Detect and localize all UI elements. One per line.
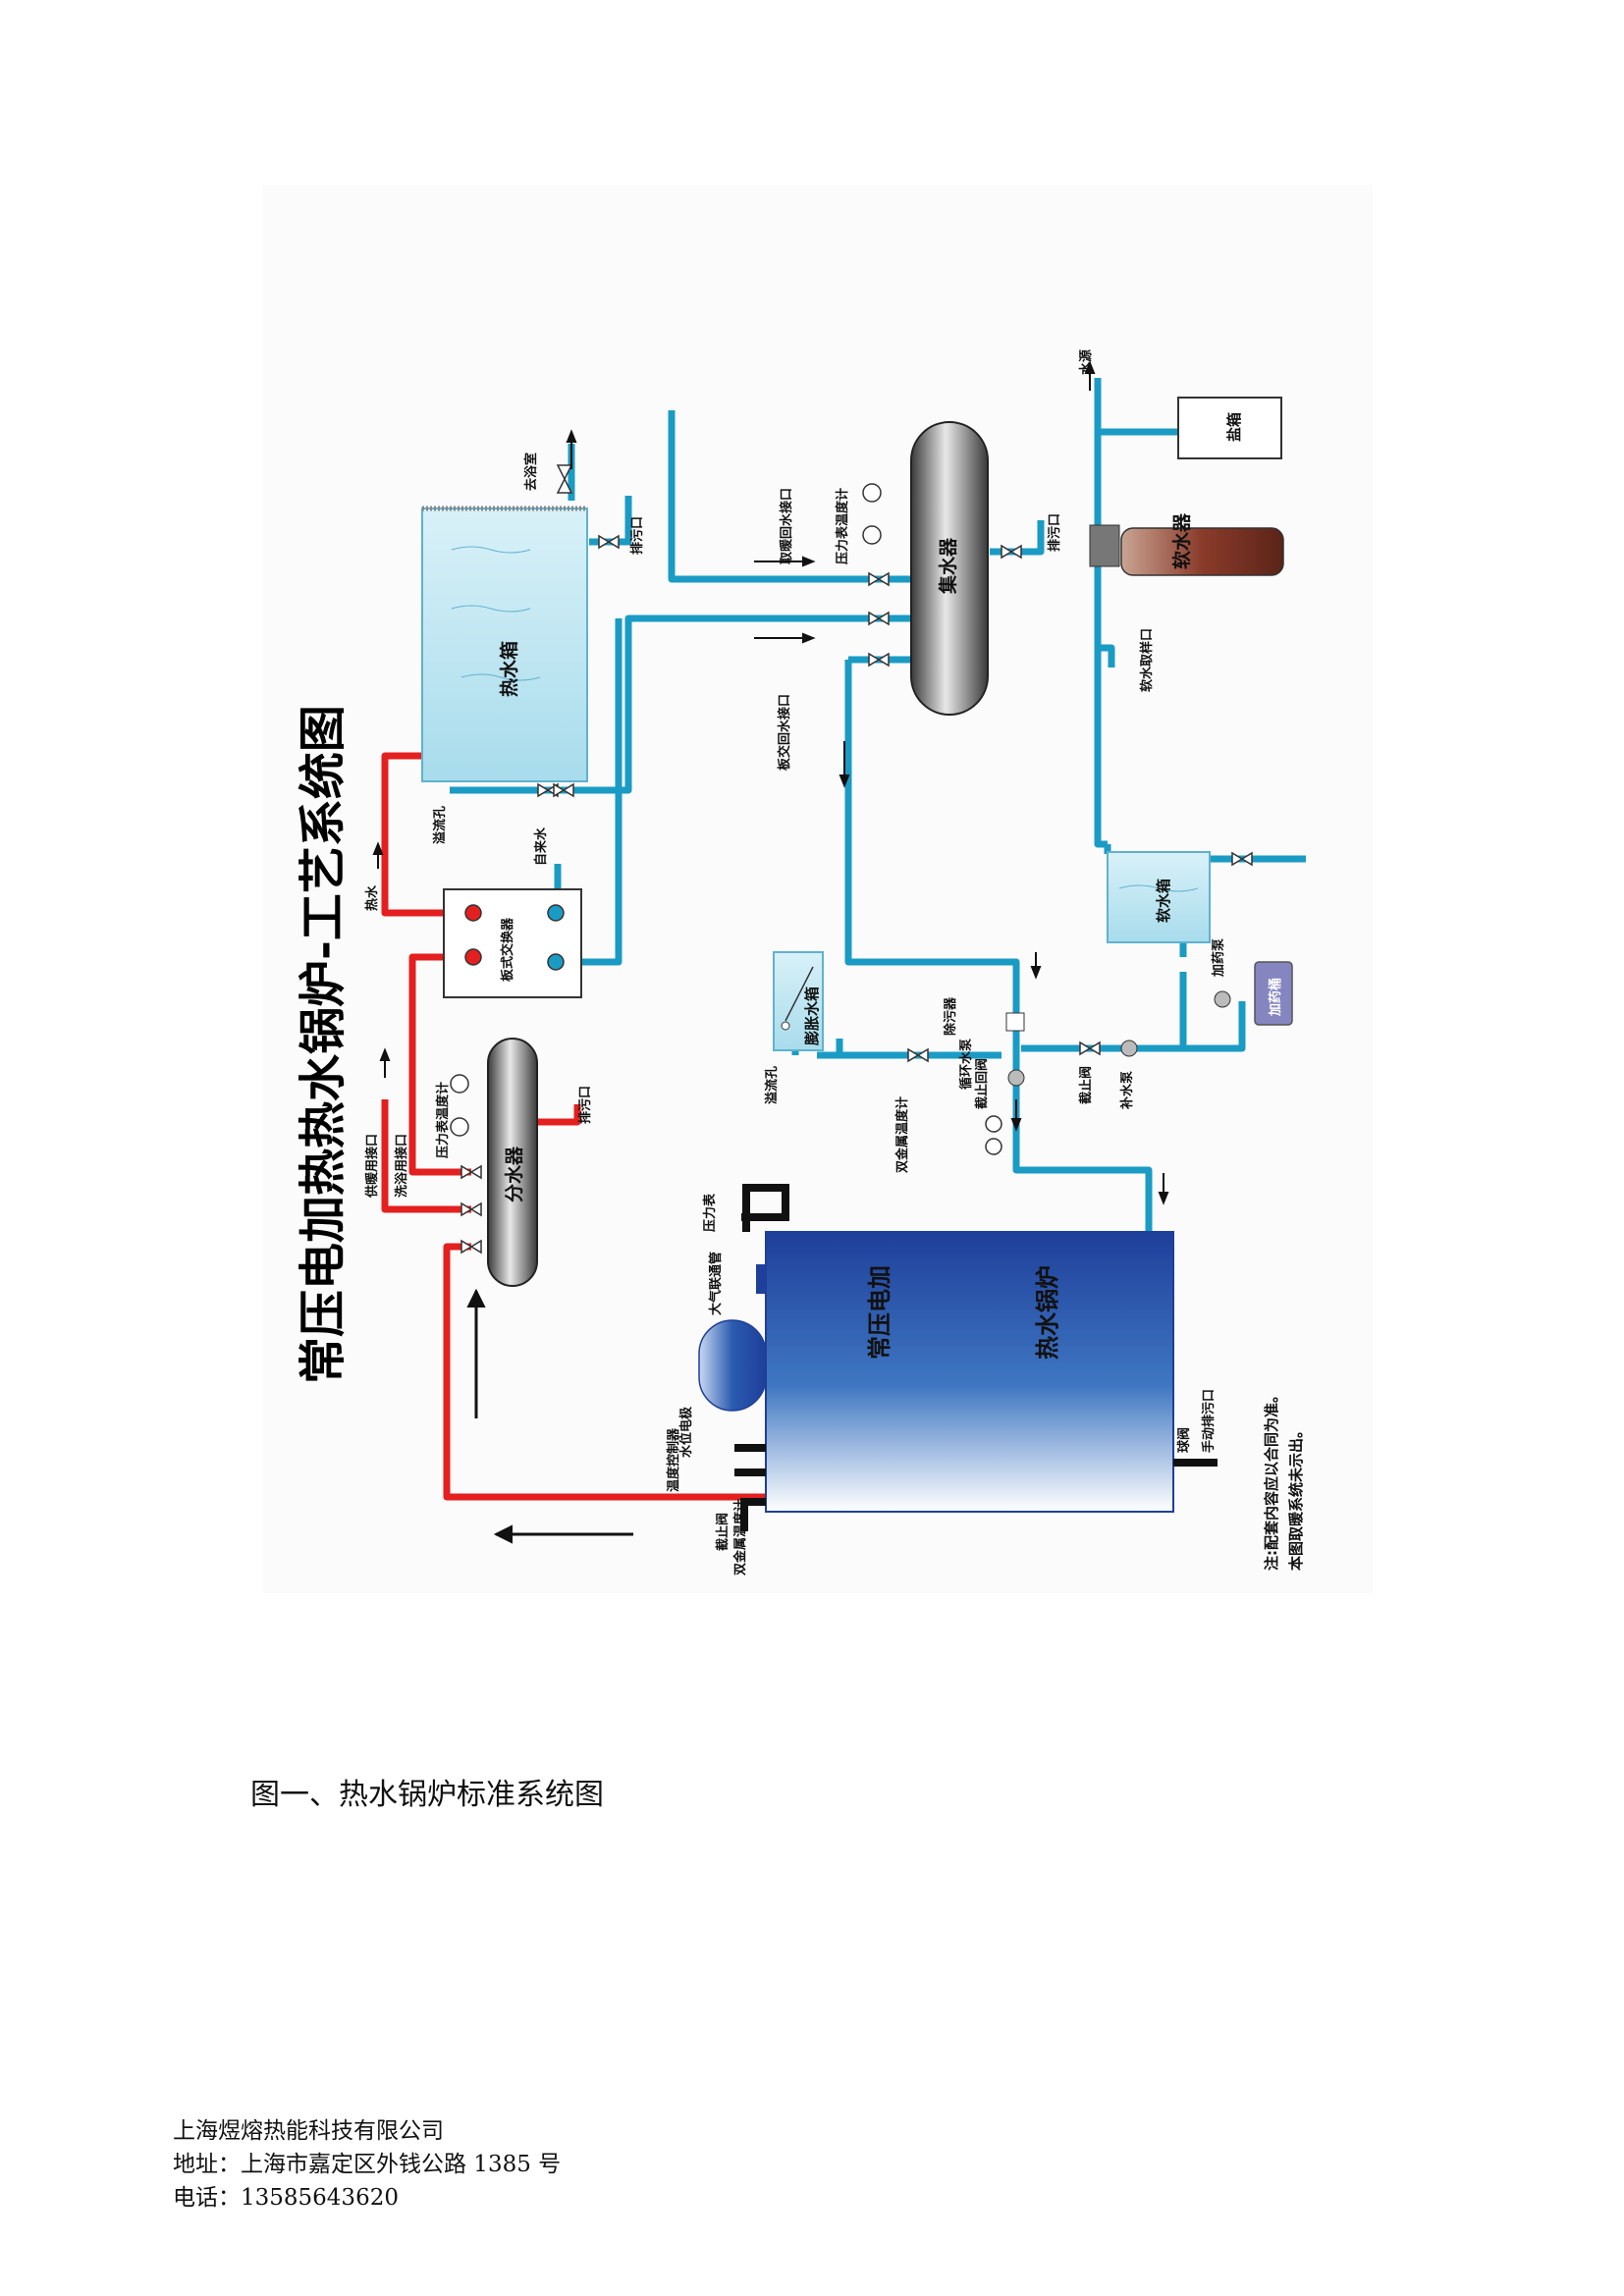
label-atmospheric-pipe: 大气联通管 (708, 1252, 724, 1315)
company-footer: 上海煜熔热能科技有限公司 地址：上海市嘉定区外钱公路 1385 号 电话：135… (173, 2114, 561, 2215)
label-pressure-temp-top: 压力表温度计 (835, 488, 850, 564)
label-desilter: 除污器 (943, 996, 958, 1036)
boiler-accessories (734, 1184, 1218, 1531)
note-line-2: 本图取暖系统未示出。 (1287, 1423, 1305, 1571)
salt-box-label: 盐箱 (1225, 412, 1243, 442)
label-check-return-valve: 截止回阀 (974, 1058, 990, 1109)
soft-water-tank-label: 软水箱 (1155, 879, 1172, 923)
boiler-label-2: 热水锅炉 (1034, 1265, 1061, 1360)
water-divider-label: 分水器 (504, 1146, 525, 1202)
label-overflow-bottom: 溢流孔 (764, 1066, 780, 1104)
label-water-level-electrode: 水位电极 (678, 1406, 694, 1458)
hot-water-tank-label: 热水箱 (498, 641, 520, 697)
annotation-labels: 去浴室 排污口 取暖回水接口 压力表温度计 排污口 板交回水接口 水源 软水取样… (364, 349, 1305, 1575)
label-heating-outlet: 供暖用接口 (364, 1134, 380, 1199)
label-overflow-top: 溢流孔 (432, 806, 448, 844)
label-drain-top: 排污口 (629, 516, 645, 555)
plate-heat-exchanger-label: 板式交换器 (500, 917, 515, 982)
label-hot-water: 热水 (364, 884, 380, 911)
valves (460, 464, 1253, 1255)
diagram-title: 常压电加热热水锅炉-工艺系统图 (296, 705, 351, 1384)
softener-label: 软水器 (1170, 512, 1193, 569)
company-address: 地址：上海市嘉定区外钱公路 1385 号 (173, 2152, 562, 2177)
pumps (1005, 990, 1231, 1087)
label-bimetal-bottom: 双金属温度计 (732, 1499, 748, 1575)
label-plate-return: 板交回水接口 (777, 694, 792, 771)
softener: 软水器 (1089, 512, 1284, 576)
label-makeup-pump: 补水泵 (1119, 1071, 1135, 1110)
salt-box: 盐箱 (1177, 397, 1282, 459)
label-check-valve-boiler: 截止阀 (715, 1513, 731, 1551)
label-heating-return: 取暖回水接口 (779, 488, 794, 564)
label-manual-drain: 手动排污口 (1201, 1389, 1217, 1453)
expansion-tank: 膨胀水箱 (773, 951, 824, 1051)
figure-caption: 图一、热水锅炉标准系统图 (250, 1778, 604, 1812)
hot-water-tank: 热水箱 (421, 506, 588, 782)
label-circulation-pump: 循环水泵 (958, 1039, 974, 1090)
company-name: 上海煜熔热能科技有限公司 (173, 2118, 444, 2144)
hot-pipes (381, 752, 766, 1501)
label-water-source: 水源 (1078, 349, 1094, 375)
label-bimetal-top: 双金属温度计 (894, 1096, 910, 1173)
label-drain-collector: 排污口 (1047, 513, 1062, 552)
label-bath-inlet: 去浴室 (523, 453, 539, 491)
note-line-1: 注:配套内容应以合同为准。 (1263, 1388, 1280, 1571)
boiler: 常压电加 热水锅炉 (698, 1231, 1174, 1513)
water-divider: 分水器 (487, 1038, 538, 1287)
label-ball-valve: 球阀 (1176, 1427, 1192, 1453)
water-collector: 集水器 (910, 421, 989, 716)
dosing-tank-label: 加药桶 (1268, 978, 1283, 1017)
water-collector-label: 集水器 (937, 537, 959, 595)
label-check-valve-makeup: 截止阀 (1078, 1066, 1094, 1104)
label-pressure-gauge: 压力表 (702, 1193, 718, 1232)
gauges (450, 483, 1002, 1155)
company-phone: 电话：13585643620 (173, 2185, 399, 2211)
label-dosing-pump: 加药泵 (1211, 938, 1226, 978)
label-temp-controller: 温度控制器 (666, 1427, 681, 1492)
label-tap-water: 自来水 (533, 827, 549, 866)
expansion-tank-label: 膨胀水箱 (803, 987, 821, 1045)
label-drain-divider: 排污口 (577, 1086, 593, 1124)
label-pressure-temp-divider: 压力表温度计 (435, 1082, 451, 1158)
flow-arrows (372, 360, 1169, 1544)
soft-water-tank: 软水箱 (1107, 851, 1211, 943)
label-soft-water-sampling: 软水取样口 (1139, 628, 1155, 692)
boiler-label-1: 常压电加 (866, 1265, 893, 1360)
dosing-tank: 加药桶 (1254, 961, 1293, 1026)
plate-heat-exchanger: 板式交换器 (443, 888, 582, 998)
label-bath-outlet: 洗浴用接口 (394, 1134, 409, 1198)
